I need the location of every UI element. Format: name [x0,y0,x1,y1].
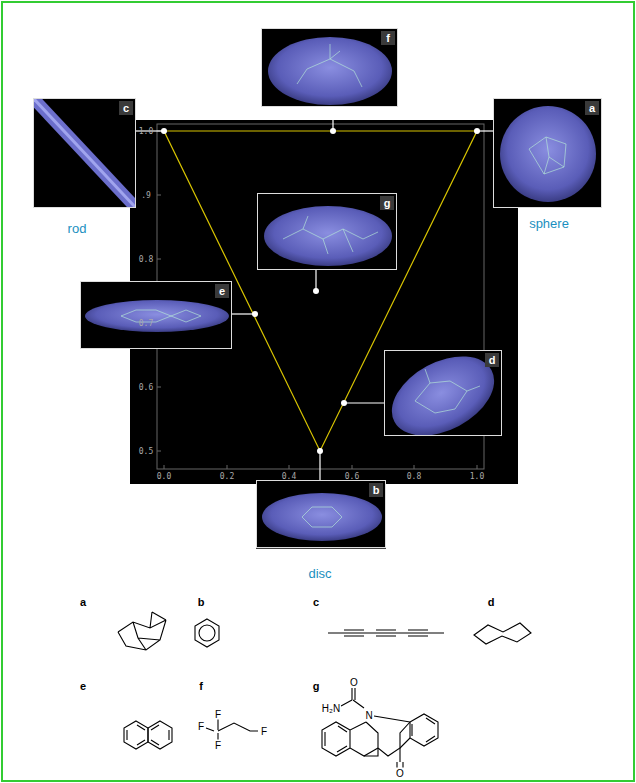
molecule-ellipsoid [34,99,136,208]
structure-letter: b [198,596,205,608]
structure-letter: d [488,596,495,608]
shape-inset: e [80,281,232,349]
atom-label: F [214,740,222,751]
inset-letter: e [215,284,229,298]
shape-inset: a [493,98,602,208]
shape-inset: f [261,28,398,107]
atom-label: H₂N [321,703,341,714]
atom-label: O [395,768,405,779]
inset-letter: g [380,196,394,210]
atom-label: F [197,721,205,732]
tick-label: 0.0 [157,472,171,481]
tick-label: 1.0 [470,472,484,481]
shape-name: rod [68,221,87,236]
structure-letter: g [313,680,320,692]
molecule-ellipsoid [258,194,397,270]
structure-letter: c [313,596,319,608]
structure-letter: f [199,680,203,692]
tick-label: 1.0 [139,127,153,136]
inset-letter: b [369,483,383,497]
shape-inset: b [256,480,386,548]
shape-name: disc [308,566,331,581]
tick-label: 0.2 [220,472,234,481]
inset-letter: f [381,31,395,45]
molecule-ellipsoid [81,282,232,349]
shape-name: sphere [529,216,569,231]
inset-letter: d [485,353,499,367]
tick-label: .9 [141,191,151,200]
molecule-ellipsoid [257,481,386,548]
atom-label: F [260,726,268,737]
tick-label: 0.7 [139,319,153,328]
atom-label: F [214,709,222,720]
tick-label: 0.5 [139,447,153,456]
tick-label: 0.4 [282,472,296,481]
shape-inset: g [257,193,397,270]
tick-label: 0.6 [139,383,153,392]
molecule-ellipsoid [494,99,602,208]
tick-label: 0.8 [407,472,421,481]
atom-label: N [364,710,373,721]
shape-inset: c [33,98,136,208]
inset-letter: c [119,101,133,115]
tick-label: 0.6 [345,472,359,481]
atom-label: O [349,677,359,688]
shape-inset: d [384,350,502,436]
molecule-ellipsoid [262,29,398,107]
inset-letter: a [585,101,599,115]
tick-label: 0.8 [139,255,153,264]
structure-letter: a [80,596,86,608]
structure-letter: e [80,680,86,692]
